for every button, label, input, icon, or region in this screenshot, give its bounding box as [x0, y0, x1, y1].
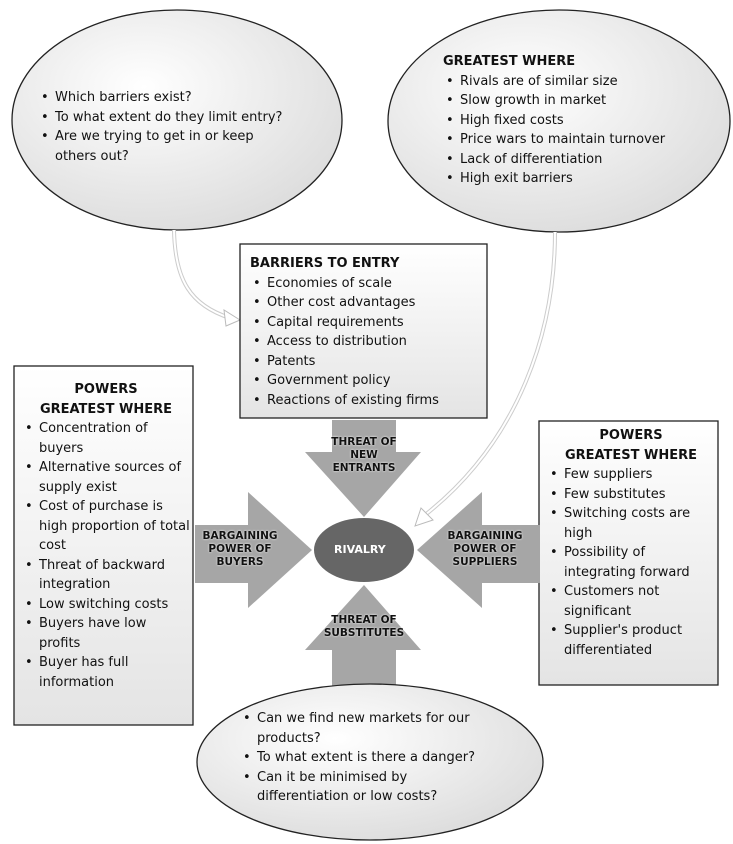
- arrow-new-entrants: [305, 420, 421, 517]
- list-item: High exit barriers: [443, 169, 723, 189]
- list-item: Are we trying to get in or keep others o…: [38, 127, 295, 166]
- heading: GREATEST WHERE: [39, 401, 173, 417]
- list-item: Can we find new markets for our products…: [240, 709, 500, 748]
- label-substitutes: THREAT OF SUBSTITUTES: [323, 614, 405, 639]
- substitute-questions: Can we find new markets for our products…: [240, 709, 500, 807]
- list-item: High fixed costs: [443, 111, 723, 131]
- list-item: Cost of purchase is high proportion of t…: [22, 497, 190, 556]
- rivalry-greatest: GREATEST WHERE Rivals are of similar siz…: [443, 52, 723, 189]
- list-item: Economies of scale: [250, 274, 485, 294]
- arrow-suppliers: [417, 492, 540, 608]
- entry-questions: Which barriers exist? To what extent do …: [38, 88, 328, 166]
- heading: POWERS: [74, 382, 138, 397]
- barriers-list: BARRIERS TO ENTRY Economies of scale Oth…: [250, 254, 485, 410]
- rivalry-center: [314, 518, 414, 582]
- list-item: Supplier's product differentiated: [547, 621, 715, 660]
- heading: BARRIERS TO ENTRY: [250, 256, 400, 271]
- list-item: To what extent is there a danger?: [240, 748, 500, 768]
- list-item: Access to distribution: [250, 332, 485, 352]
- list-item: Price wars to maintain turnover: [443, 130, 723, 150]
- list-item: Possibility of integrating forward: [547, 543, 715, 582]
- list-item: Slow growth in market: [443, 91, 723, 111]
- list-item: Low switching costs: [22, 595, 190, 615]
- list-item: Patents: [250, 352, 485, 372]
- list-item: Switching costs are high: [547, 504, 715, 543]
- list-item: Which barriers exist?: [38, 88, 328, 108]
- list-item: Rivals are of similar size: [443, 72, 723, 92]
- arrow-buyers: [195, 492, 312, 608]
- label-suppliers: BARGAINING POWER OF SUPPLIERS: [447, 530, 523, 568]
- suppliers-list: POWERS GREATEST WHERE Few suppliers Few …: [547, 426, 715, 660]
- label-buyers: BARGAINING POWER OF BUYERS: [202, 530, 278, 568]
- heading: POWERS: [599, 428, 663, 443]
- list-item: Few suppliers: [547, 465, 715, 485]
- rivalry-label: RIVALRY: [334, 543, 386, 556]
- list-item: Concentration of buyers: [22, 419, 190, 458]
- list-item: Buyer has full information: [22, 653, 190, 692]
- buyers-list: POWERS GREATEST WHERE Concentration of b…: [22, 380, 190, 692]
- arrow-substitutes: [305, 585, 421, 690]
- list-item: Government policy: [250, 371, 485, 391]
- list-item: Other cost advantages: [250, 293, 485, 313]
- heading: GREATEST WHERE: [564, 447, 698, 463]
- list-item: To what extent do they limit entry?: [38, 108, 328, 128]
- label-new-entrants: THREAT OF NEW ENTRANTS: [331, 436, 397, 474]
- heading: GREATEST WHERE: [443, 54, 576, 69]
- list-item: Customers not significant: [547, 582, 715, 621]
- list-item: Buyers have low profits: [22, 614, 190, 653]
- list-item: Capital requirements: [250, 313, 485, 333]
- list-item: Can it be minimised by differentiation o…: [240, 768, 500, 807]
- list-item: Few substitutes: [547, 485, 715, 505]
- list-item: Lack of differentiation: [443, 150, 723, 170]
- list-item: Threat of backward integration: [22, 556, 190, 595]
- list-item: Reactions of existing firms: [250, 391, 485, 411]
- list-item: Alternative sources of supply exist: [22, 458, 190, 497]
